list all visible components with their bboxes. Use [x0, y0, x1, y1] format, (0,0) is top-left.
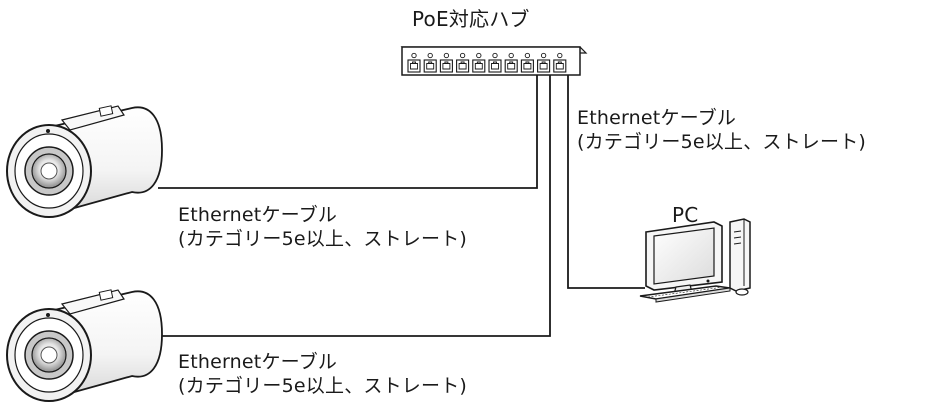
- hub-port: [439, 59, 453, 73]
- hub-port: [423, 59, 437, 73]
- cable-spec: (カテゴリー5e以上、ストレート): [577, 131, 867, 153]
- hub-led: [524, 52, 531, 59]
- hub-port: [553, 59, 567, 73]
- hub-label: PoE対応ハブ: [412, 7, 530, 31]
- hub-led: [443, 52, 450, 59]
- hub-port: [472, 59, 486, 73]
- cable-caption-camera-1: Ethernetケーブル (カテゴリー5e以上、ストレート): [178, 203, 467, 251]
- hub-port: [537, 59, 551, 73]
- hub-led: [557, 52, 563, 59]
- cable-hub-to-camera-2: [158, 72, 551, 337]
- hub-led: [411, 52, 417, 59]
- hub-led: [492, 52, 498, 59]
- hub-led: [459, 52, 466, 59]
- cable-caption-camera-2: Ethernetケーブル (カテゴリー5e以上、ストレート): [178, 350, 467, 398]
- cable-hub-to-camera-1: [158, 72, 538, 189]
- hub-led: [427, 52, 433, 59]
- hub-port: [456, 59, 470, 73]
- hub-led-row: [411, 52, 563, 59]
- pc-label: PC: [672, 203, 699, 227]
- hub-port-row: [407, 59, 567, 73]
- cable-spec: (カテゴリー5e以上、ストレート): [178, 375, 468, 397]
- poe-hub-icon: [400, 46, 588, 76]
- hub-led: [508, 52, 514, 59]
- hub-port: [488, 59, 502, 73]
- cable-name: Ethernetケーブル: [178, 351, 338, 373]
- cable-name: Ethernetケーブル: [577, 107, 737, 129]
- network-camera-icon: [6, 289, 163, 402]
- hub-port: [407, 59, 421, 73]
- cable-spec: (カテゴリー5e以上、ストレート): [178, 228, 468, 250]
- hub-led: [540, 52, 547, 59]
- desktop-pc-icon: [639, 218, 751, 303]
- cable-hub-to-pc: [567, 72, 645, 289]
- hub-port: [504, 59, 518, 73]
- network-camera-icon: [6, 105, 163, 218]
- hub-led: [476, 52, 482, 59]
- hub-port: [520, 59, 534, 73]
- cable-name: Ethernetケーブル: [178, 204, 338, 226]
- cable-caption-hub-pc: Ethernetケーブル (カテゴリー5e以上、ストレート): [577, 106, 866, 154]
